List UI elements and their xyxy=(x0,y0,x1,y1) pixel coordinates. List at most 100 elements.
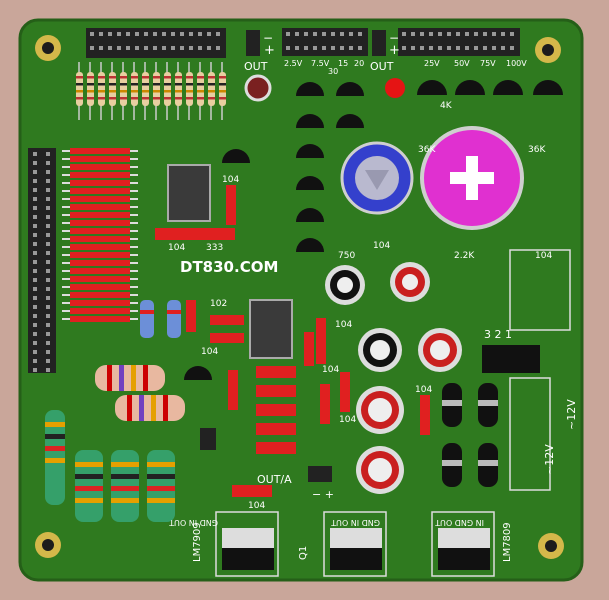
header-pin xyxy=(46,359,50,363)
header-pin xyxy=(438,32,442,36)
header-pin xyxy=(438,46,442,50)
resistor-band xyxy=(76,76,83,79)
smd-resistor xyxy=(70,236,130,242)
resistor-band xyxy=(142,83,149,86)
pin-header-left-vertical xyxy=(28,148,56,373)
header-pin xyxy=(117,46,121,50)
label-36k-b: 36K xyxy=(528,145,546,155)
resistor-band xyxy=(76,83,83,86)
diode-band xyxy=(442,400,462,406)
electrolytic-capacitor-top xyxy=(368,398,392,422)
header-pin xyxy=(33,341,37,345)
header-pin xyxy=(456,32,460,36)
header-pin xyxy=(46,152,50,156)
smd-resistor-vertical xyxy=(186,300,196,332)
capacitor-band xyxy=(167,310,181,314)
smd-resistor xyxy=(256,385,296,397)
resistor-band xyxy=(153,76,160,79)
regulator-heatsink-tab xyxy=(330,528,382,550)
header-pin xyxy=(33,314,37,318)
header-pin xyxy=(46,242,50,246)
wirewound-resistor xyxy=(45,410,65,505)
header-pin xyxy=(46,170,50,174)
header-pin xyxy=(135,32,139,36)
header-pin xyxy=(456,46,460,50)
resistor-band xyxy=(120,83,127,86)
mounting-hole-bottom-right xyxy=(538,533,564,559)
header-pin xyxy=(33,224,37,228)
resistor-band xyxy=(186,76,193,79)
header-pin xyxy=(483,32,487,36)
label-102: 102 xyxy=(210,299,227,309)
regulator-to92 xyxy=(533,80,563,95)
header-pin xyxy=(117,32,121,36)
smd-resistor-wide xyxy=(155,228,235,240)
header-pin xyxy=(46,179,50,183)
transistor xyxy=(296,144,324,158)
transistor xyxy=(296,238,324,252)
smd-resistor xyxy=(70,316,130,322)
regulator-outline xyxy=(323,511,387,577)
label-104-e: 104 xyxy=(335,320,352,330)
resistor-band xyxy=(131,90,138,93)
regulator-row-top xyxy=(417,80,563,95)
header-pin xyxy=(33,233,37,237)
smd-resistor xyxy=(70,220,130,226)
header-pin xyxy=(295,46,299,50)
resistor-band xyxy=(87,90,94,93)
header-pin xyxy=(492,32,496,36)
resistor-band xyxy=(163,395,168,421)
resistor-band xyxy=(75,498,103,503)
resistor-band xyxy=(131,97,138,100)
label-30: 30 xyxy=(328,67,338,76)
transistor xyxy=(296,114,324,128)
header-pin xyxy=(180,46,184,50)
regulator-outline xyxy=(215,511,279,577)
resistor-band xyxy=(175,76,182,79)
transistor xyxy=(222,149,250,163)
resistor-array-top xyxy=(76,62,226,120)
header-pin xyxy=(411,46,415,50)
transistor xyxy=(336,82,364,96)
resistor-band xyxy=(111,474,139,479)
resistor-band xyxy=(147,498,175,503)
regulator-outline xyxy=(431,511,495,577)
smd-resistor xyxy=(70,228,130,234)
transistor xyxy=(296,176,324,190)
diode-band xyxy=(478,400,498,406)
label-plus-right: + xyxy=(389,43,400,58)
resistor-band xyxy=(197,76,204,79)
header-pin xyxy=(295,32,299,36)
header-pin xyxy=(207,46,211,50)
resistor-band xyxy=(164,97,171,100)
header-pin xyxy=(286,32,290,36)
header-pin xyxy=(474,46,478,50)
resistor-band xyxy=(151,395,156,421)
header-pin xyxy=(46,278,50,282)
capacitor-band xyxy=(140,310,154,314)
smd-resistor xyxy=(70,292,130,298)
label-25v: 25V xyxy=(424,59,440,68)
header-pin xyxy=(313,46,317,50)
smd-resistor xyxy=(70,148,130,154)
smd-resistor xyxy=(70,172,130,178)
power-resistor-horizontal xyxy=(115,395,185,421)
resistor-band xyxy=(120,90,127,93)
transistor xyxy=(336,114,364,128)
header-pin xyxy=(322,32,326,36)
smd-resistor xyxy=(70,212,130,218)
header-pin xyxy=(340,46,344,50)
resistor-band xyxy=(208,76,215,79)
header-pin xyxy=(216,32,220,36)
resistor-band xyxy=(87,97,94,100)
electrolytic-capacitor-top xyxy=(402,274,418,290)
header-pin xyxy=(144,46,148,50)
two-pin-header-out xyxy=(308,466,332,482)
resistor-band xyxy=(111,486,139,491)
regulator-heatsink-tab xyxy=(438,528,490,550)
label-plus-left: + xyxy=(264,43,275,58)
header-pin xyxy=(33,278,37,282)
smd-resistor xyxy=(70,260,130,266)
capacitor-blue-axial xyxy=(140,300,154,338)
resistor-band xyxy=(109,97,116,100)
